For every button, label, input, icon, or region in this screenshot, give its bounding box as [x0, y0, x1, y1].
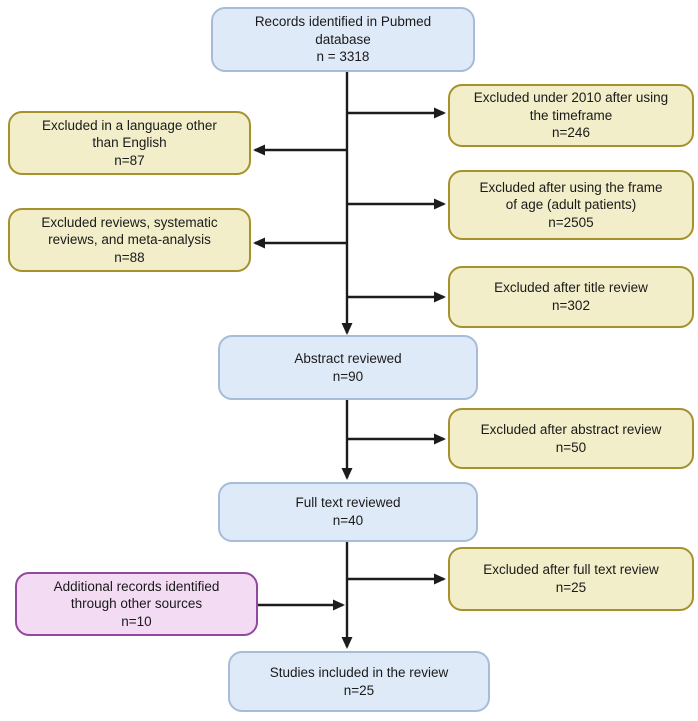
- excluded-title-box: Excluded after title review n=302: [448, 266, 694, 328]
- additional-records-text: Additional records identified through ot…: [53, 578, 220, 629]
- abstract-reviewed-text: Abstract reviewed n=90: [294, 350, 402, 384]
- additional-records-box: Additional records identified through ot…: [15, 572, 258, 636]
- excluded-fulltext-box: Excluded after full text review n=25: [448, 547, 694, 611]
- studies-included-box: Studies included in the review n=25: [228, 651, 490, 712]
- fulltext-reviewed-box: Full text reviewed n=40: [218, 482, 478, 542]
- excluded-language-text: Excluded in a language other than Englis…: [42, 117, 217, 168]
- records-identified-text: Records identified in Pubmed database n …: [254, 14, 432, 65]
- studies-included-text: Studies included in the review n=25: [269, 664, 449, 698]
- abstract-reviewed-box: Abstract reviewed n=90: [218, 335, 478, 400]
- excluded-fulltext-text: Excluded after full text review n=25: [483, 562, 659, 595]
- excluded-reviews-text: Excluded reviews, systematic reviews, an…: [41, 214, 218, 265]
- excluded-age-box: Excluded after using the frame of age (a…: [448, 170, 694, 240]
- excluded-age-text: Excluded after using the frame of age (a…: [479, 179, 663, 230]
- excluded-abstract-box: Excluded after abstract review n=50: [448, 408, 694, 469]
- excluded-reviews-box: Excluded reviews, systematic reviews, an…: [8, 208, 251, 272]
- excluded-title-text: Excluded after title review n=302: [494, 280, 648, 313]
- excluded-timeframe-box: Excluded under 2010 after using the time…: [448, 84, 694, 147]
- excluded-language-box: Excluded in a language other than Englis…: [8, 111, 251, 175]
- fulltext-reviewed-text: Full text reviewed n=40: [295, 495, 401, 528]
- excluded-abstract-text: Excluded after abstract review n=50: [480, 421, 662, 455]
- records-identified-box: Records identified in Pubmed database n …: [211, 7, 475, 72]
- excluded-timeframe-text: Excluded under 2010 after using the time…: [473, 90, 669, 141]
